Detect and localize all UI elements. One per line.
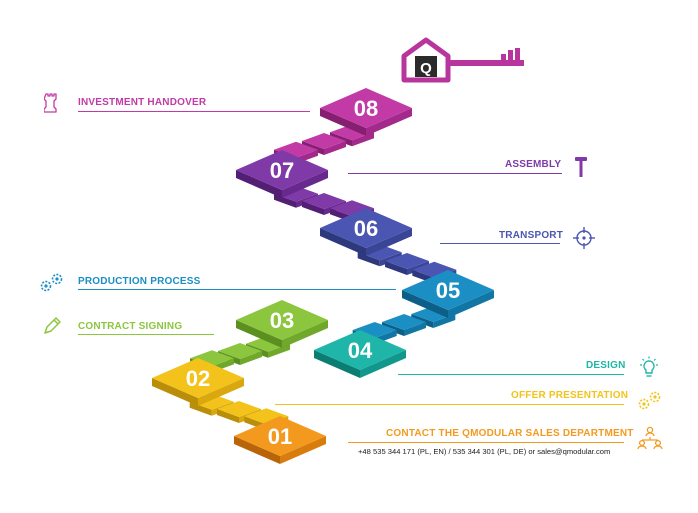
connector-contact-sales <box>348 442 624 443</box>
chess-rook-icon <box>44 93 57 113</box>
connector-offer-presentation <box>275 404 624 405</box>
label-investment-handover: INVESTMENT HANDOVER <box>78 97 207 108</box>
step-number-02: 02 <box>186 366 210 391</box>
label-design: DESIGN <box>586 360 626 371</box>
label-production-process: PRODUCTION PROCESS <box>78 276 201 287</box>
label-transport: TRANSPORT <box>499 230 564 241</box>
house-key-logo: Q <box>401 37 524 83</box>
connector-design <box>398 374 624 375</box>
gears-icon <box>638 391 661 410</box>
connector-contract-signing <box>78 334 214 335</box>
label-offer-presentation: OFFER PRESENTATION <box>511 390 629 401</box>
landing-02 <box>152 358 244 406</box>
label-contact-sales: CONTACT THE QMODULAR SALES DEPARTMENT <box>386 428 634 439</box>
step-number-06: 06 <box>354 216 378 241</box>
people-network-icon <box>637 426 663 450</box>
hammer-icon <box>575 157 587 177</box>
landing-06 <box>320 208 412 256</box>
connector-assembly <box>348 173 562 174</box>
step-number-05: 05 <box>436 278 460 303</box>
landing-03 <box>236 300 328 348</box>
step-number-07: 07 <box>270 158 294 183</box>
pen-icon <box>44 317 61 334</box>
lightbulb-icon <box>640 356 658 377</box>
label-contract-signing: CONTRACT SIGNING <box>78 321 183 332</box>
crosshair-icon <box>573 227 595 249</box>
gears-icon <box>40 273 63 292</box>
step-number-01: 01 <box>268 424 292 449</box>
connector-investment-handover <box>78 111 310 112</box>
step-number-08: 08 <box>354 96 378 121</box>
label-assembly: ASSEMBLY <box>505 159 562 170</box>
contact-details: +48 535 344 171 (PL, EN) / 535 344 301 (… <box>358 447 611 456</box>
connector-transport <box>440 243 560 244</box>
step-number-04: 04 <box>348 338 373 363</box>
landing-05 <box>402 270 494 318</box>
connector-production-process <box>78 289 396 290</box>
logo-letter: Q <box>420 60 432 77</box>
step-number-03: 03 <box>270 308 294 333</box>
landing-01 <box>234 416 326 464</box>
landing-04 <box>314 330 406 378</box>
landing-07 <box>236 150 328 198</box>
landing-08 <box>320 88 412 136</box>
